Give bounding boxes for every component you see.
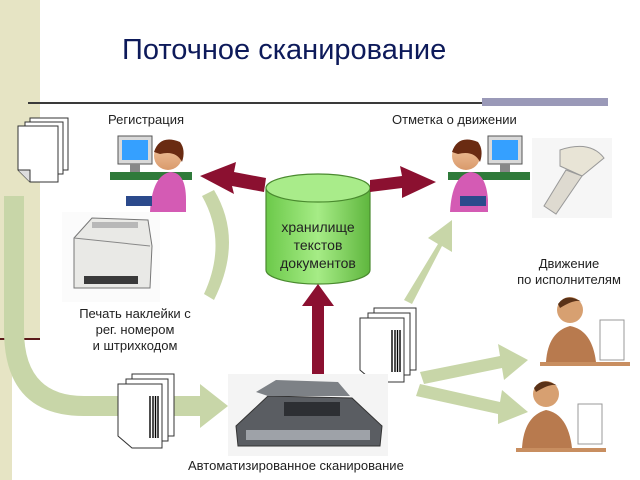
operator-at-computer-icon	[110, 135, 192, 212]
arrow-to-executive-2	[416, 384, 528, 424]
auto-scan-label: Автоматизированное сканирование	[188, 458, 404, 473]
label-printer-icon	[62, 212, 160, 302]
flow-arrows-dark	[200, 162, 436, 376]
storage-label: хранилище текстов документов	[270, 218, 366, 272]
movement-mark-label: Отметка о движении	[392, 112, 517, 127]
arrow-scanner-to-storage	[302, 284, 334, 376]
arrow-storage-to-movement	[370, 166, 436, 198]
page-title: Поточное сканирование	[122, 34, 447, 66]
storage-label-line: хранилище	[281, 219, 355, 235]
print-label-line: рег. номером	[95, 322, 175, 337]
flow-arrows-light	[4, 190, 528, 428]
registration-label: Регистрация	[108, 112, 184, 127]
storage-label-line: документов	[280, 255, 356, 271]
executive-person-icon	[516, 381, 606, 452]
arrow-to-executive-1	[420, 344, 528, 384]
document-stack-icon	[17, 117, 69, 183]
arrow-storage-to-registration	[200, 162, 266, 194]
title-rule-accent	[482, 98, 608, 106]
print-label-line: и штрихкодом	[92, 338, 178, 353]
title-rule	[28, 102, 608, 104]
storage-label-line: текстов	[293, 237, 343, 253]
arrow-to-scanner	[4, 196, 228, 428]
barcode-document-stack-icon	[117, 373, 175, 449]
barcode-scanner-icon	[532, 138, 612, 218]
arrow-to-movement	[404, 220, 452, 304]
movement-label-line: Движение	[538, 256, 600, 271]
document-scanner-icon	[228, 374, 388, 456]
movement-by-executors-label: Движение по исполнителям	[500, 256, 638, 288]
left-decor-bar-bottom	[0, 340, 12, 480]
barcode-document-stack-icon	[359, 307, 417, 383]
print-label-caption: Печать наклейки с рег. номером и штрихко…	[72, 306, 198, 354]
arrow-printer-loop	[202, 190, 229, 300]
movement-label-line: по исполнителям	[517, 272, 621, 287]
executive-person-icon	[540, 297, 630, 366]
print-label-line: Печать наклейки с	[79, 306, 191, 321]
operator-at-computer-icon	[448, 135, 530, 212]
